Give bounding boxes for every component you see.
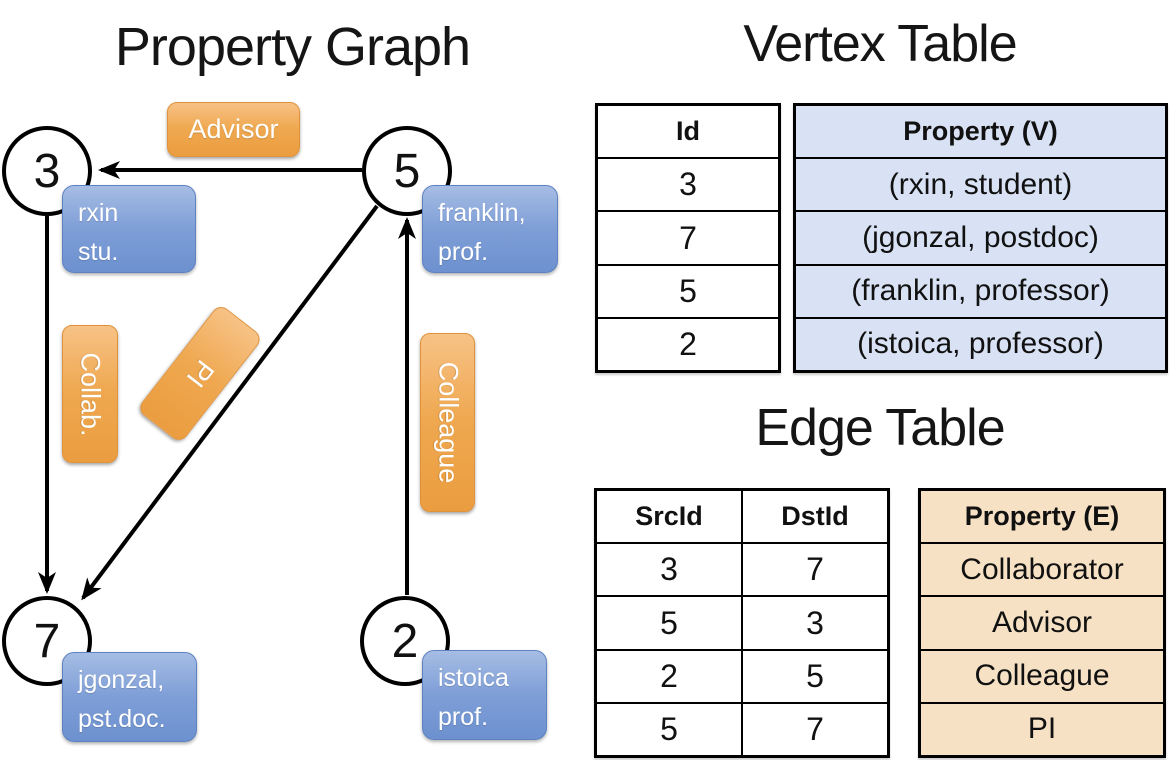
node-id-label: 3 bbox=[33, 144, 61, 198]
vertex-table-id-cell: 2 bbox=[679, 325, 697, 362]
vertex-property-box-franklin: franklin, prof. bbox=[422, 185, 558, 273]
node-id-label: 2 bbox=[391, 614, 419, 668]
vertex-table-property-column: Property (V) (rxin, student) (jgonzal, p… bbox=[793, 103, 1168, 373]
edge-table-srcid-cell: 2 bbox=[597, 650, 743, 702]
vertex-property-line: prof. bbox=[438, 237, 489, 266]
edge-table-srcid-cell: 3 bbox=[597, 544, 743, 596]
vertex-table-id-cell: 3 bbox=[679, 166, 697, 203]
edge-label-text: PI bbox=[180, 354, 221, 394]
vertex-table-id-cell: 5 bbox=[679, 272, 697, 309]
vertex-table-id-cell: 7 bbox=[679, 219, 697, 256]
edge-table-property-cell: PI bbox=[921, 703, 1163, 756]
edge-label-collab: Collab. bbox=[62, 325, 118, 463]
edge-table-property-cell: Advisor bbox=[921, 597, 1163, 649]
edge-arrow-5-to-7 bbox=[81, 204, 379, 601]
vertex-table-property-cell: (rxin, student) bbox=[796, 159, 1165, 211]
vertex-property-box-istoica: istoica prof. bbox=[422, 650, 547, 740]
edge-table-src-dst-columns: SrcId DstId 3 7 5 3 2 5 5 7 bbox=[594, 488, 890, 758]
vertex-table-property-header: Property (V) bbox=[796, 106, 1165, 158]
vertex-property-line: stu. bbox=[78, 237, 119, 266]
property-graph-title: Property Graph bbox=[114, 17, 471, 77]
edge-label-text: Collab. bbox=[75, 351, 106, 437]
graph-node-2: 2 bbox=[360, 596, 450, 686]
edge-label-colleague: Colleague bbox=[420, 333, 475, 512]
edge-table-property-cell: Colleague bbox=[921, 650, 1163, 702]
vertex-property-line: pst.doc. bbox=[78, 704, 166, 733]
edge-table-dstid-cell: 7 bbox=[806, 710, 824, 747]
vertex-table-title: Vertex Table bbox=[743, 15, 1017, 73]
graph-edges-svg bbox=[38, 161, 416, 601]
edge-table-property-column: Property (E) Collaborator Advisor Collea… bbox=[918, 488, 1166, 758]
node-id-label: 5 bbox=[393, 144, 421, 198]
edge-table-property-cell: Collaborator bbox=[921, 544, 1163, 596]
edge-table-dstid-cell: 7 bbox=[806, 551, 824, 588]
edge-label-text: Colleague bbox=[433, 361, 463, 484]
vertex-property-box-rxin: rxin stu. bbox=[62, 185, 196, 273]
edge-table-srcid-cell: 5 bbox=[597, 597, 743, 649]
vertex-table-property-cell: (franklin, professor) bbox=[796, 265, 1165, 317]
edge-table-title: Edge Table bbox=[755, 399, 1005, 457]
vertex-property-box-jgonzal: jgonzal, pst.doc. bbox=[62, 652, 197, 742]
vertex-property-line: franklin, bbox=[438, 199, 526, 227]
edge-table-dstid-cell: 3 bbox=[806, 604, 824, 641]
edge-label-advisor: Advisor bbox=[167, 102, 300, 157]
graph-node-5: 5 bbox=[362, 126, 452, 216]
vertex-property-line: jgonzal, bbox=[78, 666, 165, 694]
vertex-table-id-column: Id 3 7 5 2 bbox=[595, 103, 781, 373]
vertex-property-line: prof. bbox=[438, 702, 489, 731]
edge-table-property-header: Property (E) bbox=[921, 491, 1163, 543]
edge-table-srcid-header: SrcId bbox=[597, 491, 743, 543]
edge-label-text: Advisor bbox=[188, 114, 279, 144]
edge-table-dstid-header: DstId bbox=[781, 501, 849, 532]
vertex-property-line: istoica bbox=[438, 664, 509, 692]
vertex-table-property-cell: (istoica, professor) bbox=[796, 318, 1165, 371]
edge-table-dstid-cell: 5 bbox=[806, 657, 824, 694]
node-id-label: 7 bbox=[33, 614, 61, 668]
edge-table-srcid-cell: 5 bbox=[597, 703, 743, 756]
vertex-property-line: rxin bbox=[78, 199, 119, 227]
vertex-table-property-cell: (jgonzal, postdoc) bbox=[796, 212, 1165, 264]
vertex-table-id-header: Id bbox=[676, 116, 700, 147]
